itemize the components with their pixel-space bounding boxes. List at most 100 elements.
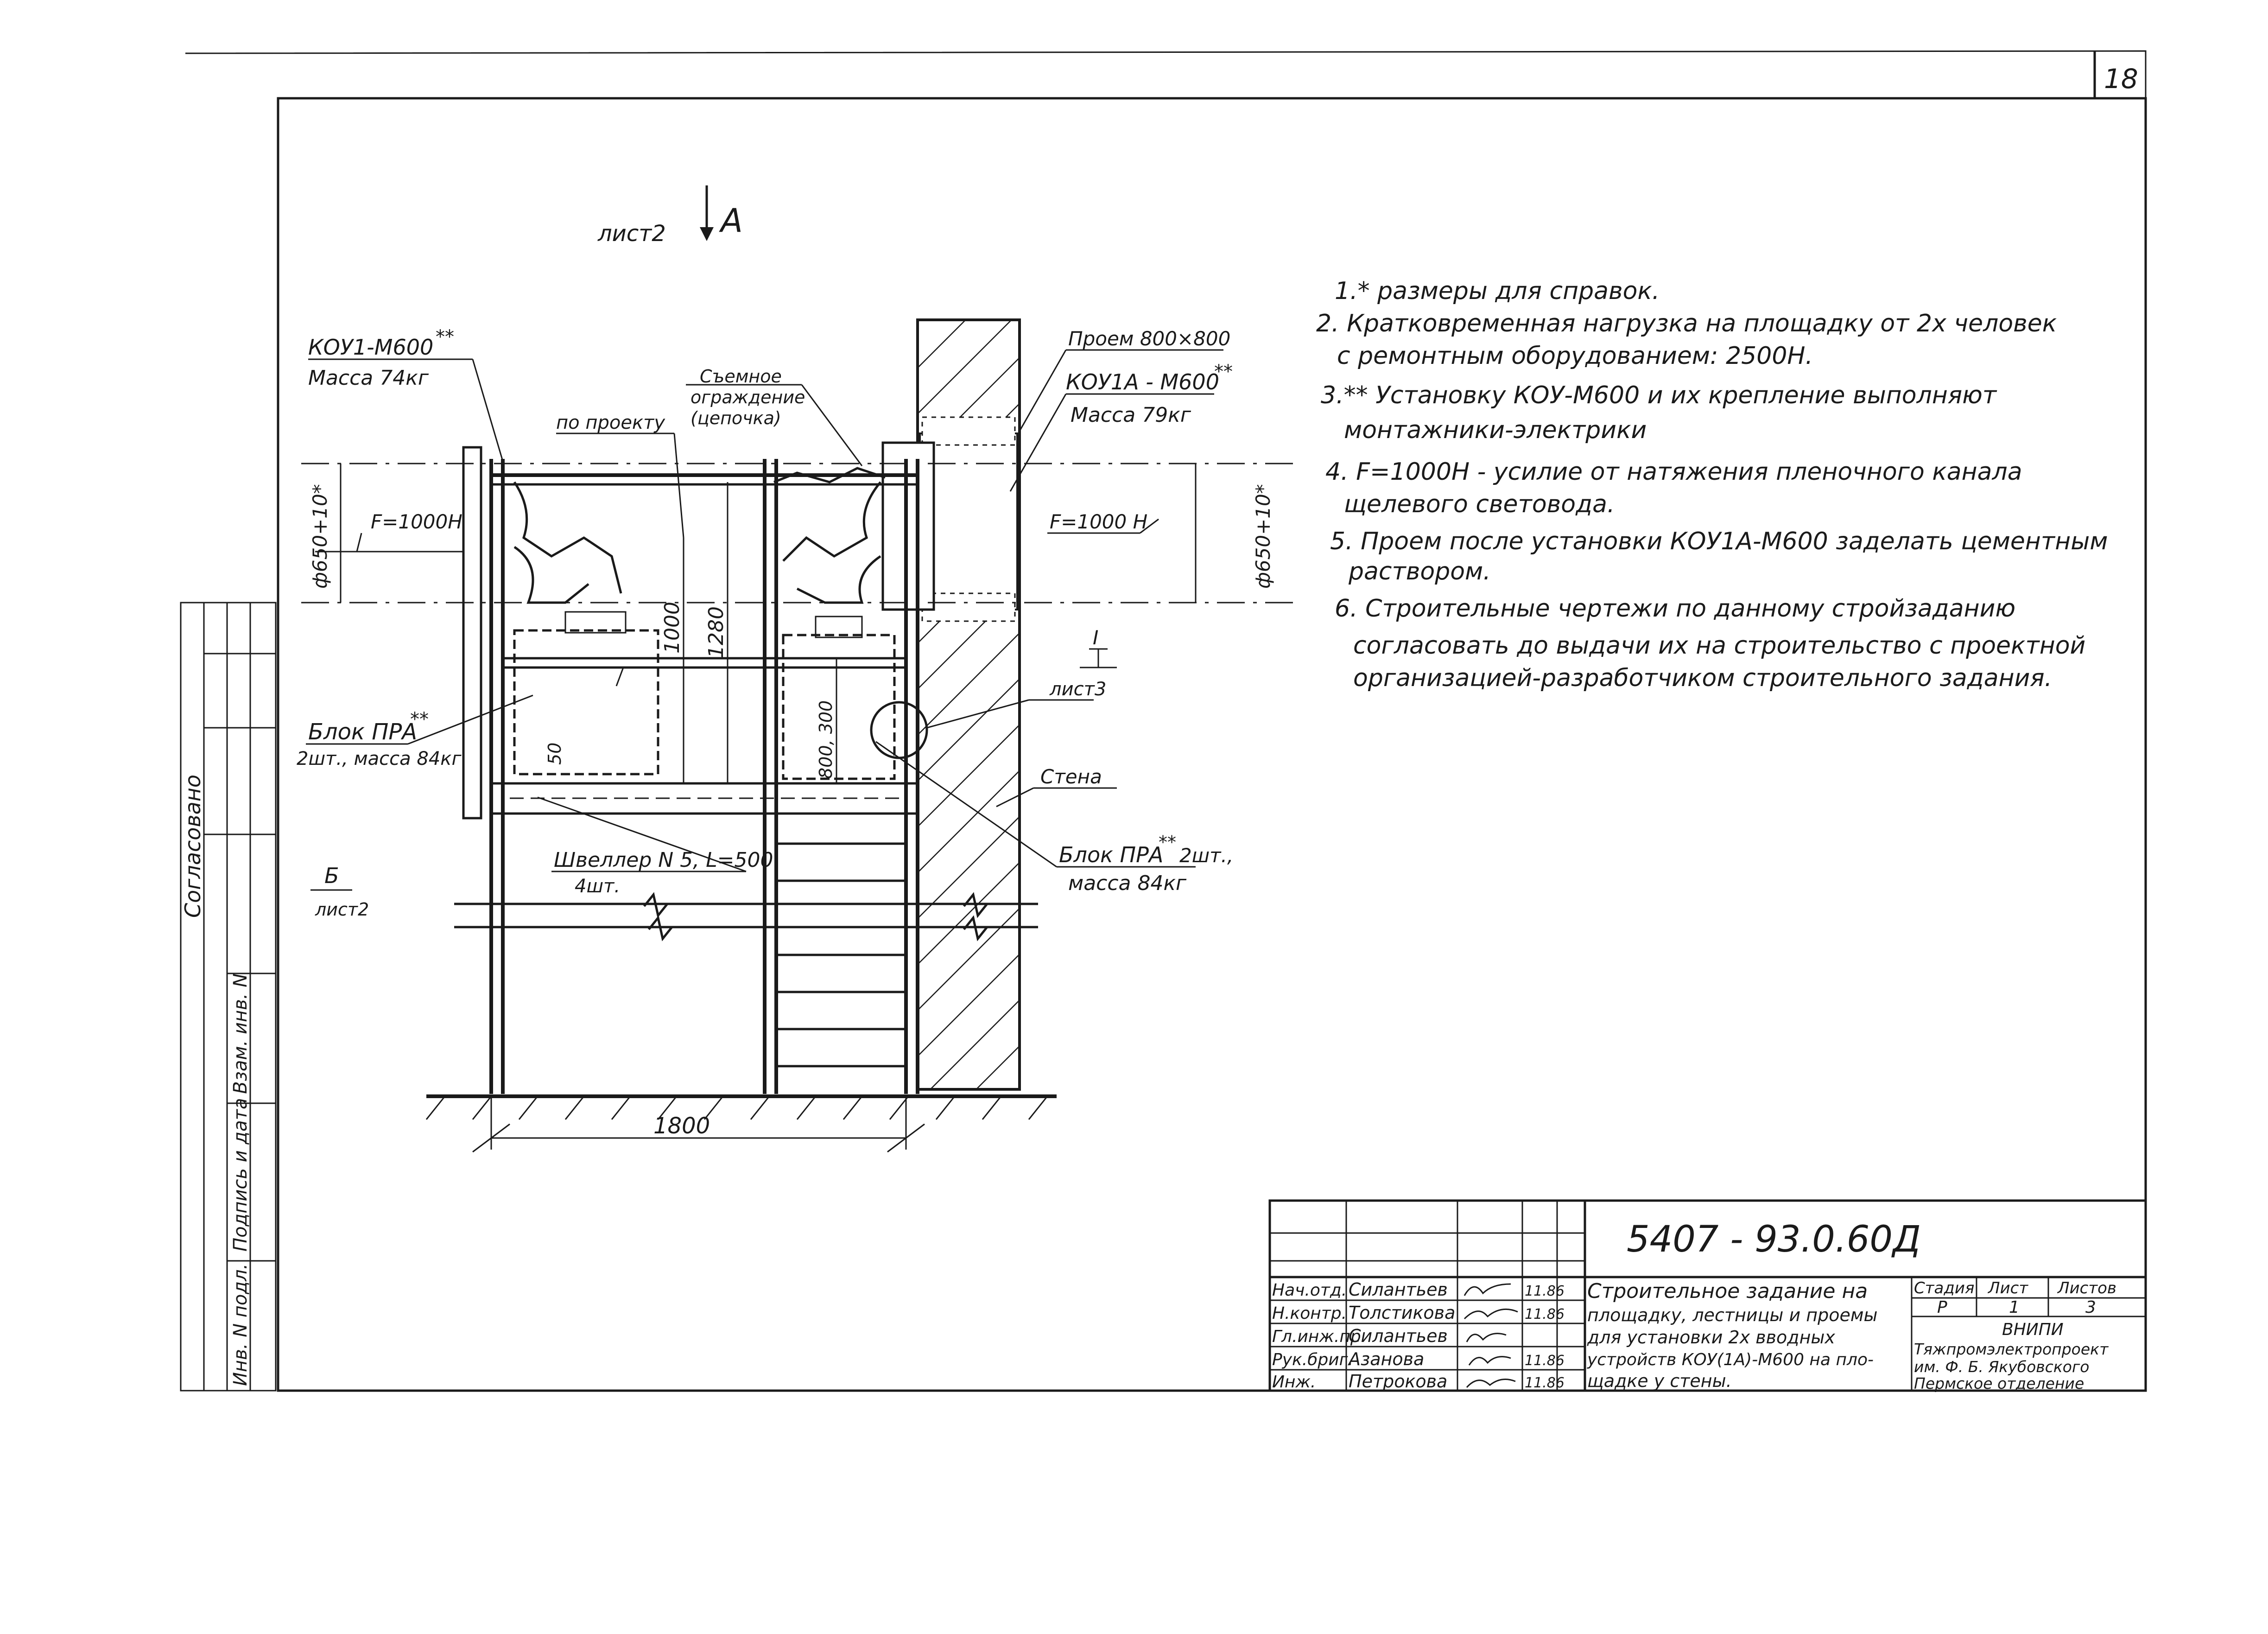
desc-3: для установки 2х вводных bbox=[1587, 1327, 1835, 1348]
note-2a: 2. Кратковременная нагрузка на площадку … bbox=[1316, 310, 2057, 337]
koy1-mark: ** bbox=[436, 326, 454, 348]
desc-4: устройств КОУ(1А)-М600 на пло- bbox=[1587, 1350, 1874, 1369]
po-proektu-label: по проекту bbox=[556, 412, 665, 433]
note-3b: монтажники-электрики bbox=[1344, 416, 1647, 444]
date-1: 11.86 bbox=[1525, 1283, 1565, 1299]
stage-header: Стадия bbox=[1914, 1279, 1974, 1297]
list3-label: лист3 bbox=[1049, 679, 1106, 700]
doc-code: 5407 - 93.0.60Д bbox=[1627, 1219, 1921, 1260]
role-1: Нач.отд. bbox=[1272, 1281, 1347, 1300]
blok-right-mark: ** bbox=[1159, 832, 1176, 852]
date-4: 11.86 bbox=[1525, 1353, 1565, 1369]
org-1: ВНИПИ bbox=[2002, 1320, 2064, 1339]
sheets-header: Листов bbox=[2057, 1279, 2116, 1297]
name-4: Азанова bbox=[1347, 1349, 1424, 1369]
dim-1280: 1280 bbox=[704, 606, 728, 658]
proem-label: Проем 800×800 bbox=[1068, 327, 1230, 350]
callout-koy1a: КОУ1А - М600 ** Масса 79кг bbox=[1066, 361, 1233, 427]
koy1a-name: КОУ1А - М600 bbox=[1066, 369, 1219, 394]
wall bbox=[881, 318, 1021, 1091]
blok-left-detail: 2шт., масса 84кг bbox=[297, 748, 462, 769]
sheet-number: 18 bbox=[2104, 63, 2138, 95]
force-right: F=1000 Н bbox=[1050, 510, 1147, 533]
org-2: Тяжпромэлектропроект bbox=[1914, 1340, 2109, 1358]
note-6a: 6. Строительные чертежи по данному строй… bbox=[1335, 595, 2015, 623]
note-5b: раствором. bbox=[1348, 558, 1491, 585]
signature-4 bbox=[1468, 1356, 1511, 1366]
stage-value: Р bbox=[1937, 1298, 1947, 1317]
wall-label: Стена bbox=[1040, 765, 1102, 788]
signature-2 bbox=[1463, 1308, 1518, 1320]
stamp-podpis: Подпись и дата bbox=[230, 1098, 251, 1252]
name-1: Силантьев bbox=[1349, 1279, 1448, 1300]
callout-blok-left: Блок ПРА ** 2шт., масса 84кг bbox=[297, 709, 462, 769]
note-4b: щелевого световода. bbox=[1344, 490, 1615, 518]
view-marker: лист2 А bbox=[597, 185, 743, 247]
name-2: Толстикова bbox=[1349, 1303, 1455, 1323]
sheet-frame bbox=[185, 50, 2147, 1392]
dim-50: 50 bbox=[545, 743, 565, 765]
note-5a: 5. Проем после установки КОУ1А-М600 заде… bbox=[1330, 528, 2108, 555]
platform-structure bbox=[425, 446, 1057, 1120]
org-3: им. Ф. Б. Якубовского bbox=[1914, 1358, 2090, 1376]
dim-dia-left: ф650+10* bbox=[309, 484, 331, 589]
force-left: F=1000Н bbox=[371, 510, 462, 533]
view-letter: А bbox=[719, 202, 743, 240]
note-1: 1.* размеры для справок. bbox=[1335, 277, 1660, 305]
stamp-inv: Инв. N подл. bbox=[230, 1264, 251, 1386]
fence-line-1: Съемное bbox=[700, 366, 782, 387]
stamp-agreed: Согласовано bbox=[180, 775, 205, 918]
desc-2: площадку, лестницы и проемы bbox=[1587, 1305, 1878, 1325]
role-2: Н.контр. bbox=[1272, 1304, 1347, 1323]
desc-1: Строительное задание на bbox=[1587, 1279, 1868, 1303]
blok-right-name: Блок ПРА bbox=[1059, 842, 1163, 867]
signature-1 bbox=[1463, 1283, 1511, 1296]
note-3a: 3.** Установку КОУ-М600 и их крепление в… bbox=[1321, 381, 1997, 409]
dim-dia-right: ф650+10* bbox=[1252, 484, 1274, 589]
date-2: 11.86 bbox=[1525, 1306, 1565, 1322]
blok-right-detail: 2шт., bbox=[1179, 844, 1233, 867]
view-sheet-ref: лист2 bbox=[597, 221, 666, 247]
sheet-value: 1 bbox=[2009, 1298, 2020, 1317]
desc-5: щадке у стены. bbox=[1587, 1371, 1732, 1391]
koy1a-mass: Масса 79кг bbox=[1071, 403, 1191, 427]
sheet-header: Лист bbox=[1987, 1279, 2028, 1297]
side-stamp: Согласовано Взам. инв. N Подпись и дата … bbox=[180, 602, 277, 1392]
signature-3 bbox=[1466, 1333, 1507, 1342]
note-6c: организацией-разработчиком строительного… bbox=[1353, 664, 2052, 692]
dim-1800: 1800 bbox=[653, 1113, 710, 1139]
blok-left-name: Блок ПРА bbox=[308, 719, 417, 745]
general-notes: 1.* размеры для справок. 2. Кратковремен… bbox=[1316, 277, 2108, 692]
leaders bbox=[306, 349, 1223, 891]
fence-line-2: ограждение bbox=[691, 387, 805, 407]
role-4: Рук.бриг. bbox=[1272, 1350, 1353, 1369]
note-6b: согласовать до выдачи их на строительств… bbox=[1353, 632, 2085, 660]
title-block: 5407 - 93.0.60Д Нач.отд. Н.контр. Гл.инж… bbox=[1268, 1199, 2147, 1392]
shveller-qty: 4шт. bbox=[575, 876, 620, 897]
note-4a: 4. F=1000Н - усилие от натяжения пленочн… bbox=[1325, 458, 2022, 486]
name-3: Силантьев bbox=[1349, 1326, 1448, 1346]
dimensions bbox=[340, 464, 1197, 1153]
koy1-mass: Масса 74кг bbox=[308, 366, 429, 390]
stamp-vzam: Взам. инв. N bbox=[230, 973, 251, 1094]
signature-5 bbox=[1466, 1379, 1516, 1388]
fence-line-3: (цепочка) bbox=[691, 408, 781, 428]
list3-mark: I bbox=[1093, 626, 1098, 649]
dim-1000: 1000 bbox=[660, 602, 684, 654]
role-3: Гл.инж.пр. bbox=[1272, 1327, 1366, 1346]
callout-koy1: КОУ1-М600 ** Масса 74кг bbox=[308, 326, 454, 390]
blok-left-mark: ** bbox=[410, 709, 429, 730]
section-b-letter: Б bbox=[324, 863, 339, 888]
role-5: Инж. bbox=[1272, 1373, 1316, 1392]
org-4: Пермское отделение bbox=[1914, 1374, 2084, 1392]
koy1a-mark: ** bbox=[1214, 361, 1233, 382]
koy1-name: КОУ1-М600 bbox=[308, 335, 433, 360]
name-5: Петрокова bbox=[1349, 1371, 1447, 1392]
callout-blok-right: Блок ПРА ** 2шт., масса 84кг bbox=[1059, 832, 1233, 895]
note-2b: с ремонтным оборудованием: 2500Н. bbox=[1337, 342, 1813, 370]
blok-right-mass: масса 84кг bbox=[1068, 871, 1187, 895]
callout-shveller: Швеллер N 5, L=500 4шт. bbox=[554, 848, 773, 897]
shveller-name: Швеллер N 5, L=500 bbox=[554, 848, 773, 872]
sheets-value: 3 bbox=[2085, 1298, 2096, 1317]
